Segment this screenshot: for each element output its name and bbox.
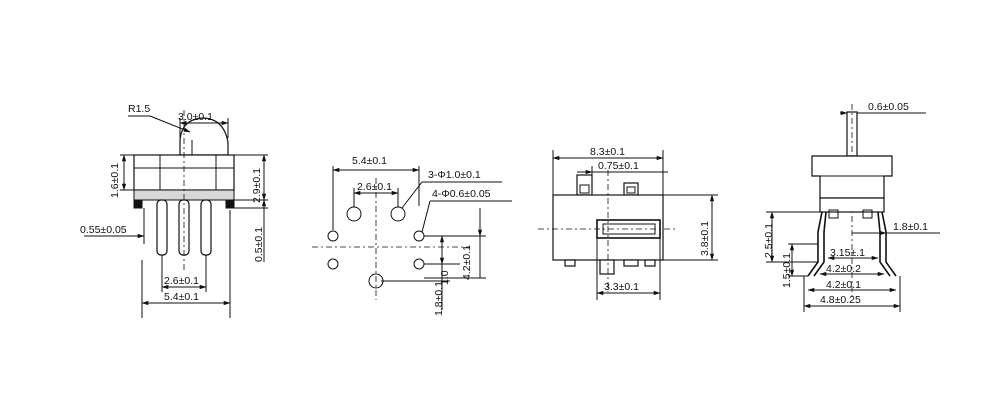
side-pin-length-label: 0.5±0.1 [253, 227, 265, 262]
end-span-b-label: 4.2±0.1 [826, 279, 861, 291]
side-pin-offset-label: 0.55±0.05 [80, 224, 127, 236]
side-body-height-label: 1.6±0.1 [109, 163, 121, 198]
end-inner-span-label: 3.15±.1 [830, 247, 865, 259]
end-body [811, 155, 893, 199]
side-view: R1.5 3.0±0.1 1.6±0.1 2.9±0.1 0.5±0.1 0.5… [80, 103, 268, 318]
small-hole [327, 230, 339, 242]
side-pin [200, 199, 212, 256]
top-view: 8.3±0.1 0.75±0.1 3.8±0.1 3.3±0.1 [538, 146, 718, 300]
top-bottom-pad [623, 259, 639, 267]
side-pin-pitch-label: 2.6±0.1 [164, 275, 199, 287]
side-pin-span-label: 5.4±0.1 [164, 291, 199, 303]
small-hole [327, 258, 339, 270]
side-knob [179, 117, 229, 156]
footprint-large-holes-label: 3-Φ1.0±0.1 [428, 169, 481, 181]
footprint-span-label: 5.4±0.1 [352, 155, 387, 167]
large-hole [390, 206, 406, 222]
top-bottom-pad [644, 259, 656, 267]
end-leg [807, 211, 823, 277]
end-actuator-width-label: 0.6±0.05 [868, 101, 909, 113]
end-base [819, 197, 885, 213]
footprint-pitch-label: 2.6±0.1 [357, 181, 392, 193]
end-leg [813, 211, 827, 277]
end-leg [881, 211, 897, 277]
footprint-offset-label: 1.8±0.1 [433, 281, 445, 316]
small-hole [413, 258, 425, 270]
side-radius-label: R1.5 [128, 103, 150, 115]
small-hole [413, 230, 425, 242]
end-right-offset-label: 1.8±0.1 [893, 221, 928, 233]
end-span-a-label: 4.2±0.2 [826, 263, 861, 275]
end-leg [877, 211, 891, 277]
end-view: 0.6±0.05 2.5±0.1 1.5±0.1 3.15±.1 1.8±0.1… [763, 101, 940, 312]
top-length-label: 8.3±0.1 [590, 146, 625, 158]
side-total-height-label: 2.9±0.1 [251, 168, 263, 203]
top-slot-width-label: 3.3±0.1 [604, 281, 639, 293]
top-tab-width-label: 0.75±0.1 [598, 160, 639, 172]
footprint-small-holes-label: 4-Φ0.6±0.05 [432, 188, 491, 200]
footprint-view: 5.4±0.1 2.6±0.1 3-Φ1.0±0.1 4-Φ0.6±0.05 4… [312, 155, 512, 316]
large-hole [346, 206, 362, 222]
footprint-row-span-label: 4.2±0.1 [461, 245, 473, 280]
top-bottom-pad [564, 259, 576, 267]
end-leg-height-label: 2.5±0.1 [763, 223, 775, 258]
top-bottom-pad [599, 259, 615, 275]
side-pin [156, 199, 168, 256]
top-height-label: 3.8±0.1 [699, 221, 711, 256]
side-knob-width-label: 3.0±0.1 [178, 111, 213, 123]
end-total-width-label: 4.8±0.25 [820, 294, 861, 306]
end-foot-height-label: 1.5±0.1 [781, 253, 793, 288]
